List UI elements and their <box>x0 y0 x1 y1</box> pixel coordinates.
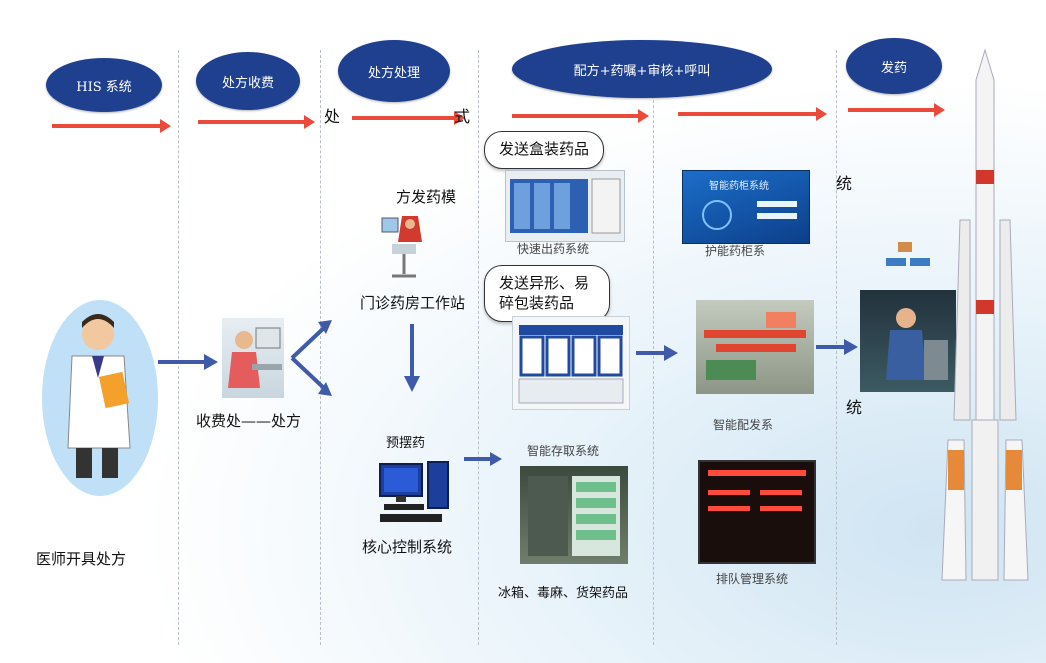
doctor-figure <box>42 300 158 496</box>
timeline-arrow <box>848 103 945 117</box>
flow-char: 式 <box>454 107 471 126</box>
quick-dispense-photo <box>505 170 625 242</box>
core-label: 核心控制系统 <box>362 538 453 556</box>
flow-arrow <box>636 345 678 361</box>
lane-divider <box>653 50 654 645</box>
smart-cabinet-label: 护能药柜系 <box>705 244 766 258</box>
flow-char: 统 <box>846 398 863 417</box>
deliver-photo <box>860 290 956 392</box>
flow-char: 统 <box>836 174 853 193</box>
queue-label: 排队管理系统 <box>716 572 789 586</box>
timeline-arrow <box>52 119 171 133</box>
callout-boxed: 发送盒装药品 <box>484 131 605 169</box>
lane-divider <box>178 50 179 645</box>
flow-arrow <box>464 452 502 466</box>
timeline-arrow <box>198 115 315 129</box>
workstation-label: 门诊药房工作站 <box>360 294 466 312</box>
callout-irregular: 发送异形、易碎包装药品 <box>484 265 610 322</box>
stage-process-label: 处方处理 <box>367 65 420 81</box>
stage-charge-label: 处方收费 <box>221 75 274 91</box>
cashier-label: 收费处——处方 <box>196 412 302 430</box>
flow-arrow <box>158 354 218 370</box>
timeline-arrow <box>512 109 649 123</box>
rocket-illustration <box>941 48 1029 581</box>
split-arrows <box>290 320 332 396</box>
fridge-label: 冰箱、毒麻、货架药品 <box>498 586 629 601</box>
smart-cabinet-screen: 智能药柜系统 <box>682 170 810 244</box>
flow-arrow <box>404 324 420 392</box>
timeline-arrow <box>678 107 827 121</box>
queue-screen <box>698 460 816 564</box>
workstation-figure <box>381 216 422 278</box>
irregular-cabinet-photo <box>512 316 630 410</box>
computer-icon <box>379 461 449 522</box>
timeline-arrow <box>352 111 465 125</box>
doctor-label: 医师开具处方 <box>36 550 127 568</box>
satellite-icon <box>886 242 930 266</box>
smart-storage-label: 智能存取系统 <box>527 444 600 458</box>
cashier-photo <box>222 318 284 398</box>
flow-char: 处 <box>324 107 341 126</box>
workstation-title: 方发药模 <box>396 188 457 206</box>
smart-dispense-photo <box>696 300 814 394</box>
lane-divider <box>478 50 479 645</box>
stage-his: HIS 系统 <box>46 58 162 112</box>
stage-dispense-label: 配方+药嘱+审核+呼叫 <box>573 63 711 79</box>
smart-dispense-label: 智能配发系 <box>713 418 774 432</box>
lane-divider <box>320 50 321 645</box>
core-title: 预摆药 <box>386 436 426 451</box>
stage-deliver: 发药 <box>846 38 942 94</box>
stage-process: 处方处理 <box>338 40 450 102</box>
smart-storage-photo <box>520 466 628 564</box>
stage-dispense: 配方+药嘱+审核+呼叫 <box>512 40 772 98</box>
flow-arrow <box>816 339 858 355</box>
stage-deliver-label: 发药 <box>880 60 907 76</box>
quick-label: 快速出药系统 <box>517 242 590 256</box>
screen-title: 智能药柜系统 <box>709 181 769 192</box>
stage-his-label: HIS 系统 <box>76 79 132 95</box>
stage-charge: 处方收费 <box>196 52 300 110</box>
